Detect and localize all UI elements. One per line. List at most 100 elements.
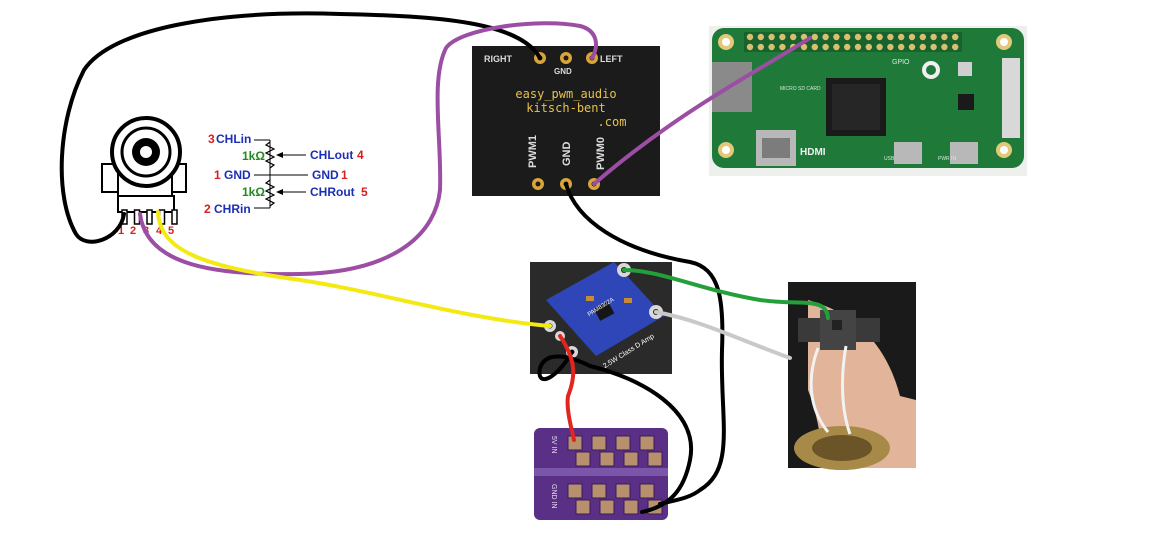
board-title-line2: kitsch-bent <box>526 101 605 115</box>
usb-label: USB <box>884 156 895 162</box>
amp-chip <box>593 301 615 321</box>
micro-usb-port <box>894 142 922 164</box>
power-board-pad <box>591 483 607 499</box>
gnd-top-label: GND <box>554 67 572 76</box>
resistor-1-symbol <box>264 141 276 169</box>
schem-r2-label: 1kΩ <box>242 185 265 199</box>
pot-pin-2: 2 <box>130 225 136 237</box>
resistor-2-symbol <box>264 179 276 207</box>
wire-black-pot-to-right <box>59 11 542 244</box>
schem-chlout-num: 4 <box>357 148 364 162</box>
gpio-pad <box>822 33 829 41</box>
gpio-pad <box>952 33 959 41</box>
gpio-pad <box>908 33 916 41</box>
hdmi-label: HDMI <box>800 147 826 158</box>
gpio-pad <box>833 43 840 51</box>
schem-chlout-label: CHLout <box>310 148 353 162</box>
gpio-pad <box>844 33 851 41</box>
power-board-pad <box>623 499 639 515</box>
power-breakout-board: 5V IN GND IN <box>534 428 668 520</box>
gpio-pad <box>779 43 786 51</box>
power-board-pad <box>639 483 655 499</box>
gpio-pad <box>865 43 872 51</box>
pin-gnd-label: GND <box>561 142 573 167</box>
power-board-pad <box>591 435 607 451</box>
schem-chrout-num: 5 <box>361 185 368 199</box>
gpio-pad <box>930 43 937 51</box>
schem-gnd-left-label: GND <box>224 168 251 182</box>
gpio-pad <box>822 43 829 51</box>
raspberry-pi-zero: GPIO MICRO SD CARD HDMI USB PWR IN <box>709 26 1027 176</box>
gpio-pad <box>746 33 754 41</box>
schem-chlin-label: CHLin <box>216 132 251 146</box>
audio-jack-speaker <box>788 282 916 470</box>
schem-r1-label: 1kΩ <box>242 149 265 163</box>
gnd-in-label: GND IN <box>550 484 557 509</box>
5v-in-label: 5V IN <box>550 436 557 454</box>
gpio-label: GPIO <box>892 59 910 66</box>
power-board-pad <box>615 483 631 499</box>
power-board-pad <box>615 435 631 451</box>
gpio-pad <box>908 43 916 51</box>
gpio-pad <box>898 43 905 51</box>
wire-purple-pot-to-left <box>138 21 598 277</box>
pwm-audio-board: RIGHT LEFT GND easy_pwm_audio kitsch-ben… <box>472 46 660 196</box>
pin-pwm0-label: PWM0 <box>595 137 607 170</box>
gpio-pad <box>941 33 948 41</box>
pot-pin-1: 1 <box>118 225 124 237</box>
left-label: LEFT <box>600 54 623 64</box>
pot-pin-4: 4 <box>156 225 163 237</box>
wire-red-amp-to-5v <box>558 334 576 442</box>
gpio-pad <box>757 33 764 41</box>
wire-yellow-pot-to-amp <box>156 210 552 328</box>
power-board-pad <box>599 499 615 515</box>
schem-gnd-right-label: GND <box>312 168 339 182</box>
gpio-pad <box>854 33 862 41</box>
power-board-pad <box>575 499 591 515</box>
schem-pin3-num: 3 <box>208 132 215 146</box>
gpio-pad <box>833 33 840 41</box>
gpio-pad <box>779 33 786 41</box>
power-board-pad <box>639 435 655 451</box>
pin-pwm1-label: PWM1 <box>527 135 539 168</box>
power-board-pad <box>647 451 663 467</box>
pot-pin-5: 5 <box>168 225 174 237</box>
potentiometer-leg <box>171 209 178 225</box>
sd-card-label: MICRO SD CARD <box>780 86 821 92</box>
power-board-pad <box>599 451 615 467</box>
gpio-pad <box>854 43 862 51</box>
gpio-pad <box>876 33 883 41</box>
gpio-pad <box>876 43 883 51</box>
power-board-pad <box>623 451 639 467</box>
board-title-line3: .com <box>598 115 627 129</box>
power-board-pad <box>567 483 583 499</box>
gpio-pad <box>919 33 926 41</box>
schem-chrin-label: CHRin <box>214 202 251 216</box>
camera-connector <box>1002 58 1020 138</box>
gpio-pad <box>952 43 959 51</box>
wires <box>59 11 830 514</box>
power-board-pad <box>575 451 591 467</box>
gpio-pad <box>746 43 754 51</box>
gpio-pad <box>790 33 797 41</box>
gpio-pad <box>919 43 926 51</box>
potentiometer-leg <box>146 209 153 225</box>
gpio-header <box>744 32 962 52</box>
wire-green-amp-to-jack <box>622 268 830 320</box>
wire-black-amp-to-power <box>537 350 694 514</box>
gpio-pad <box>887 33 894 41</box>
schem-chrout-label: CHRout <box>310 185 355 199</box>
gpio-pad <box>898 33 905 41</box>
wire-gray-amp-to-jack <box>654 310 792 360</box>
board-title-line1: easy_pwm_audio <box>515 87 616 101</box>
gpio-pad <box>811 33 818 41</box>
gpio-pad <box>811 43 818 51</box>
right-label: RIGHT <box>484 54 513 64</box>
gpio-pad <box>800 43 808 51</box>
pwr-label: PWR IN <box>938 156 956 162</box>
wire-black-gnd-to-power <box>564 182 726 506</box>
gpio-pad <box>887 43 894 51</box>
schem-pin2-num: 2 <box>204 202 211 216</box>
gpio-pad <box>865 33 872 41</box>
